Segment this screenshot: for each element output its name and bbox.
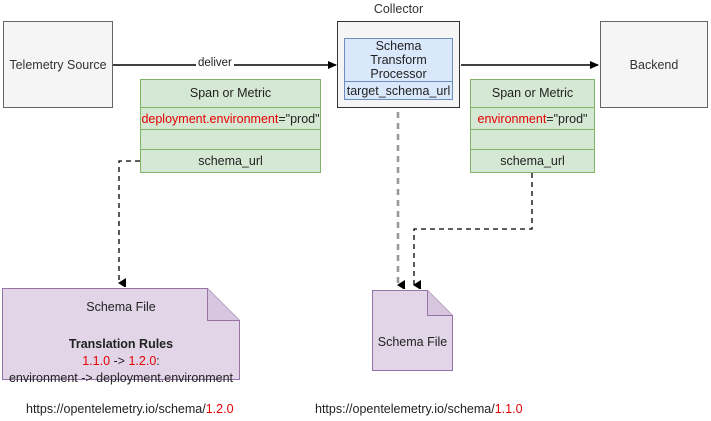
translation-rules-versions: 1.1.0 -> 1.2.0: — [2, 353, 240, 370]
schema-left-url-version: 1.2.0 — [205, 402, 234, 416]
telemetry-source-label: Telemetry Source — [9, 57, 107, 72]
schema-transform-processor-node[interactable]: Schema Transform Processor target_schema… — [344, 38, 453, 100]
schema-file-right-title: Schema File — [377, 335, 448, 349]
span-before-attribute-key: deployment.environment — [141, 111, 279, 126]
schema-file-right-shape — [372, 290, 453, 371]
backend-node[interactable]: Backend — [600, 21, 708, 108]
rules-from-version: 1.1.0 — [82, 353, 111, 368]
translation-rules-heading: Translation Rules — [68, 337, 174, 351]
schema-file-left-node[interactable]: Schema File Translation Rules 1.1.0 -> 1… — [2, 288, 240, 385]
backend-label: Backend — [629, 57, 679, 72]
schema-right-url-version: 1.1.0 — [494, 402, 523, 416]
rules-arrow: -> — [110, 353, 129, 368]
schema-file-left-shape — [2, 288, 240, 380]
span-after-attribute-value: ="prod" — [546, 111, 588, 126]
span-after-empty-row — [471, 129, 594, 149]
collector-label: Collector — [373, 2, 424, 16]
span-before-attribute-value: ="prod" — [278, 111, 320, 126]
rules-to-version: 1.2.0 — [128, 353, 157, 368]
span-before-attribute: deployment.environment="prod" — [141, 106, 320, 130]
edge-span-before-to-schema-left — [119, 160, 140, 283]
telemetry-source-node[interactable]: Telemetry Source — [3, 21, 113, 108]
span-after-attribute-key: environment — [477, 111, 547, 126]
schema-file-left-rules: Translation Rules 1.1.0 -> 1.2.0: enviro… — [2, 336, 240, 386]
span-after-schema-url: schema_url — [471, 149, 594, 172]
span-after-attribute: environment="prod" — [471, 106, 594, 130]
rules-colon: : — [156, 353, 160, 368]
schema-left-url-prefix: https://opentelemetry.io/schema/ — [26, 402, 206, 416]
processor-target-schema-url: target_schema_url — [345, 81, 452, 99]
span-before-empty-row — [141, 129, 320, 149]
processor-title: Schema Transform Processor — [370, 39, 427, 81]
schema-right-url-prefix: https://opentelemetry.io/schema/ — [315, 402, 495, 416]
edge-span-after-to-schema-right — [414, 173, 533, 285]
edge-label-deliver: deliver — [196, 57, 234, 69]
span-or-metric-after-table[interactable]: Span or Metric environment="prod" schema… — [470, 79, 595, 173]
translation-rule-line: environment -> deployment.environment — [8, 370, 234, 385]
schema-file-right-url: https://opentelemetry.io/schema/1.1.0 — [315, 402, 523, 416]
schema-file-left-title: Schema File — [86, 300, 156, 314]
schema-file-left-url: https://opentelemetry.io/schema/1.2.0 — [26, 402, 234, 416]
span-after-header: Span or Metric — [491, 86, 574, 101]
span-before-schema-url: schema_url — [141, 149, 320, 172]
span-before-header: Span or Metric — [189, 86, 272, 101]
span-or-metric-before-table[interactable]: Span or Metric deployment.environment="p… — [140, 79, 321, 173]
schema-file-right-node[interactable]: Schema File — [372, 290, 453, 371]
